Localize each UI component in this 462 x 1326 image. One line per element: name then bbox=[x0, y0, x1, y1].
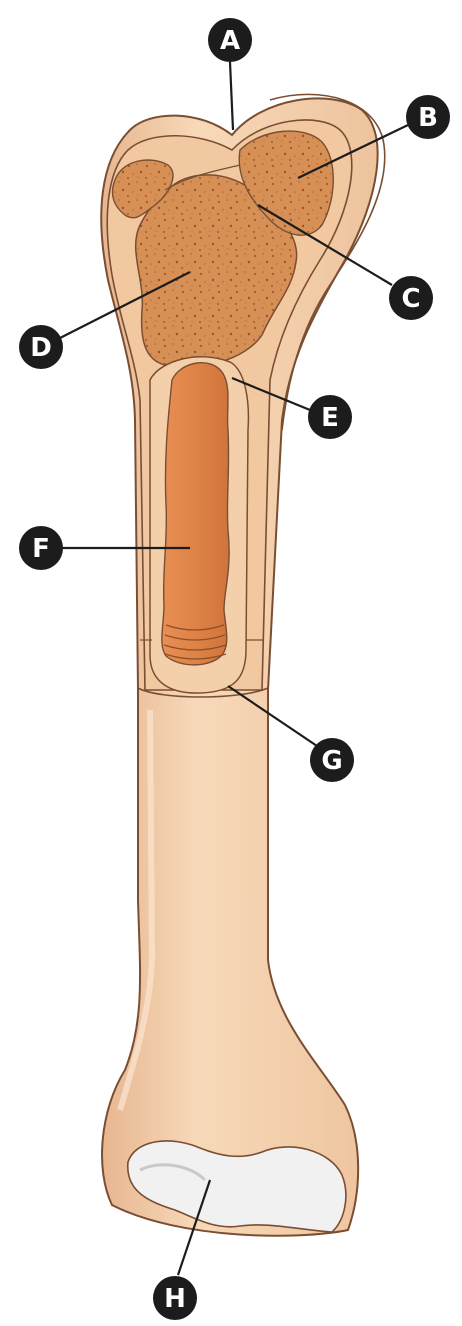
label-h: H bbox=[153, 1276, 197, 1320]
label-c: C bbox=[389, 276, 433, 320]
label-e: E bbox=[308, 395, 352, 439]
label-g: G bbox=[310, 738, 354, 782]
leader-line-a bbox=[230, 62, 233, 130]
medullary-cavity bbox=[162, 363, 229, 665]
svg-text:D: D bbox=[30, 333, 52, 363]
label-d: D bbox=[19, 325, 63, 369]
label-a: A bbox=[208, 18, 252, 62]
svg-text:A: A bbox=[220, 26, 240, 56]
svg-text:H: H bbox=[164, 1284, 186, 1314]
label-f: F bbox=[19, 526, 63, 570]
svg-text:B: B bbox=[418, 103, 438, 133]
svg-text:E: E bbox=[321, 403, 339, 433]
svg-text:F: F bbox=[32, 534, 50, 564]
svg-text:G: G bbox=[321, 746, 342, 776]
svg-text:C: C bbox=[401, 284, 420, 314]
label-b: B bbox=[406, 95, 450, 139]
